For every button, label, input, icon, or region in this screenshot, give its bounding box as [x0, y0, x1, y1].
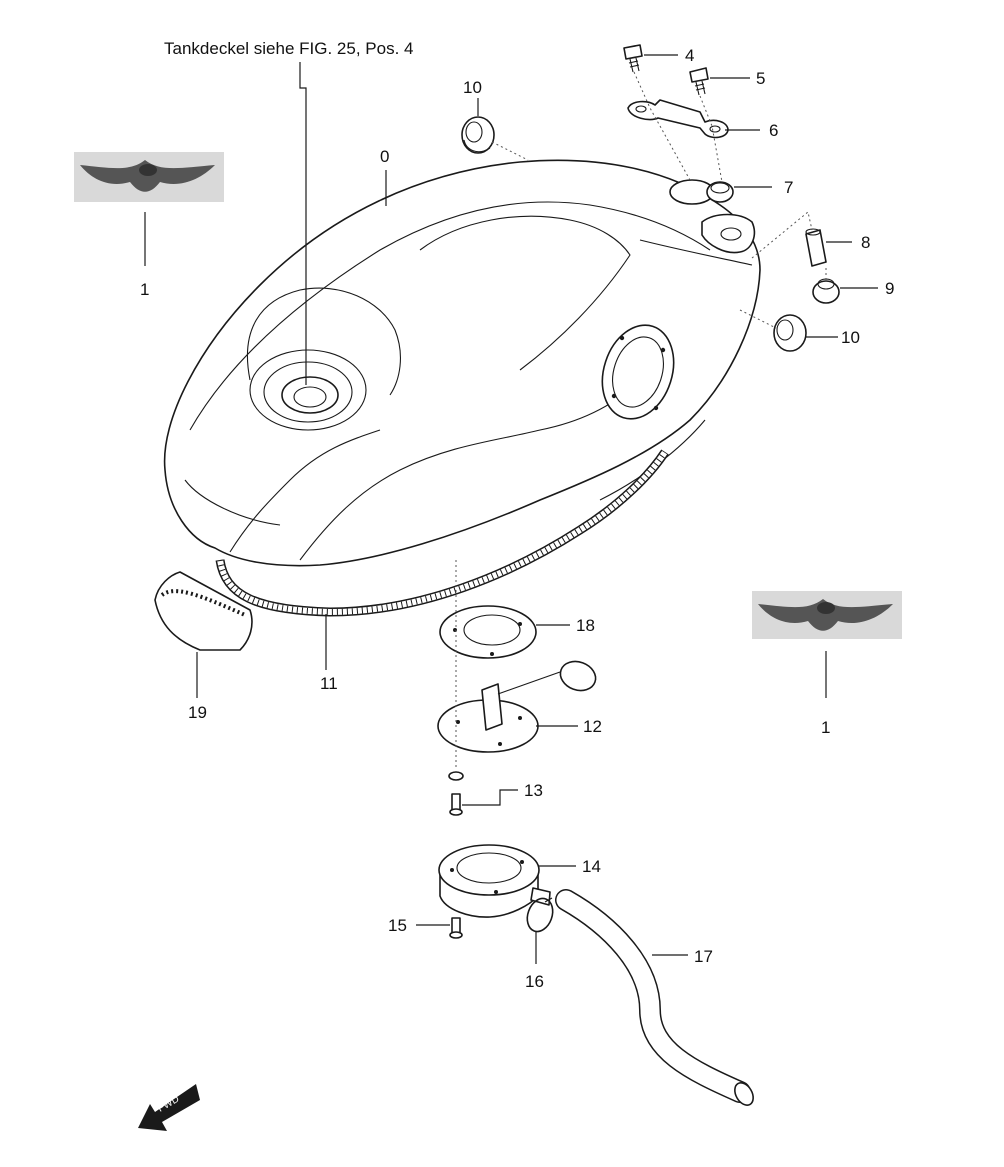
reference-note: Tankdeckel siehe FIG. 25, Pos. 4 — [164, 39, 413, 58]
gasket-ring — [439, 605, 537, 659]
callout-1-right: 1 — [821, 718, 830, 737]
hose-clamp — [526, 897, 554, 933]
callout-5: 5 — [756, 69, 765, 88]
callout-8: 8 — [861, 233, 870, 252]
tank-emblem-right — [752, 591, 902, 639]
leader-lines — [144, 54, 878, 964]
callout-10-side: 10 — [841, 328, 860, 347]
washer-13 — [448, 771, 464, 781]
callout-15: 15 — [388, 916, 407, 935]
callout-14: 14 — [582, 857, 601, 876]
filler-flange — [438, 844, 551, 918]
knee-pad — [154, 571, 253, 651]
callout-12: 12 — [583, 717, 602, 736]
fuel-level-sender — [437, 660, 597, 753]
screw-15 — [449, 917, 463, 939]
rubber-trim-strip — [215, 449, 669, 617]
callout-6: 6 — [769, 121, 778, 140]
screw-5 — [689, 67, 709, 96]
fuel-hose — [555, 889, 754, 1106]
callout-19: 19 — [188, 703, 207, 722]
forward-direction-arrow: FWD — [138, 1084, 200, 1131]
callout-9: 9 — [885, 279, 894, 298]
screw-13 — [449, 793, 463, 816]
rubber-grommet-side — [773, 314, 807, 352]
tank-emblem-left — [74, 152, 224, 202]
grommet-9 — [812, 278, 840, 304]
assembly-lines — [455, 71, 827, 770]
callout-17: 17 — [694, 947, 713, 966]
callout-0: 0 — [380, 147, 389, 166]
fuel-tank — [163, 159, 761, 567]
rubber-grommet-top — [461, 116, 495, 154]
screw-4 — [623, 44, 643, 73]
callout-11: 11 — [320, 674, 338, 693]
callout-4: 4 — [685, 46, 694, 65]
grommet-7 — [706, 181, 734, 203]
mounting-bracket — [627, 99, 729, 139]
callout-18: 18 — [576, 616, 595, 635]
callout-16: 16 — [525, 972, 544, 991]
callout-13: 13 — [524, 781, 543, 800]
callout-10-top: 10 — [463, 78, 482, 97]
spacer-sleeve-8 — [805, 228, 827, 267]
callout-labels: Tankdeckel siehe FIG. 25, Pos. 4 0 1 1 4… — [140, 39, 894, 991]
callout-1-left: 1 — [140, 280, 149, 299]
callout-7: 7 — [784, 178, 793, 197]
